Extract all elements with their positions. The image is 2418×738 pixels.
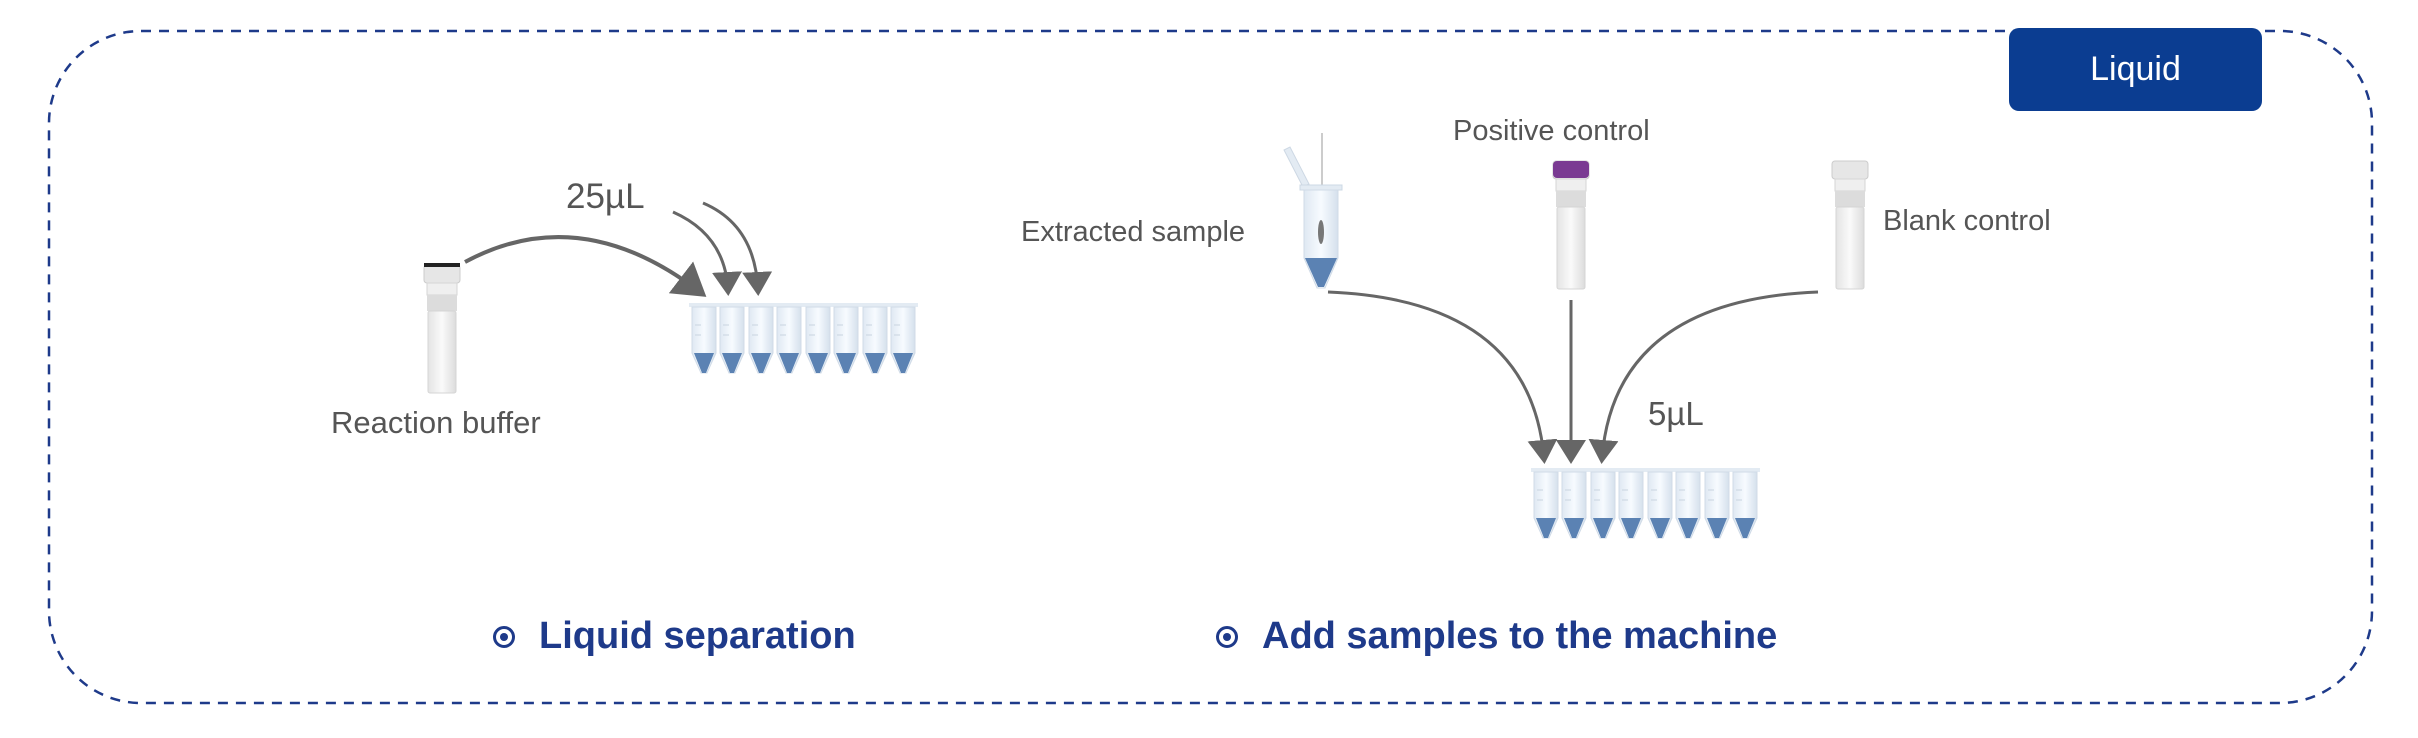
volume-label-right: 5µL xyxy=(1648,395,1704,432)
positive-control-vial xyxy=(1552,160,1590,290)
volume-label-left: 25µL xyxy=(566,177,645,216)
reaction-buffer-label: Reaction buffer xyxy=(331,405,541,440)
transfer-arrow xyxy=(702,201,773,296)
blank-control-vial xyxy=(1831,160,1869,290)
liquid-badge: Liquid xyxy=(2009,28,2262,111)
bullet-icon xyxy=(493,625,515,648)
pcr-tube-strip-right xyxy=(1530,467,1761,539)
transfer-arrow xyxy=(1327,290,1558,464)
step-add-samples: Add samples to the machine xyxy=(1216,615,1777,658)
step-label: Liquid separation xyxy=(539,615,856,657)
step-liquid-separation: Liquid separation xyxy=(493,615,856,658)
positive-control-label: Positive control xyxy=(1453,115,1650,147)
dashed-frame xyxy=(47,29,2374,705)
pcr-tube-strip-left xyxy=(688,302,919,374)
step-label: Add samples to the machine xyxy=(1262,615,1778,657)
reaction-buffer-vial xyxy=(423,263,461,394)
blank-control-label: Blank control xyxy=(1883,205,2051,237)
extracted-sample-label: Extracted sample xyxy=(1021,216,1246,248)
bullet-icon xyxy=(1216,625,1238,648)
transfer-arrow xyxy=(464,235,707,297)
transfer-arrow xyxy=(672,210,742,296)
transfer-arrow xyxy=(1588,290,1819,464)
extracted-sample-tube xyxy=(1283,133,1343,289)
